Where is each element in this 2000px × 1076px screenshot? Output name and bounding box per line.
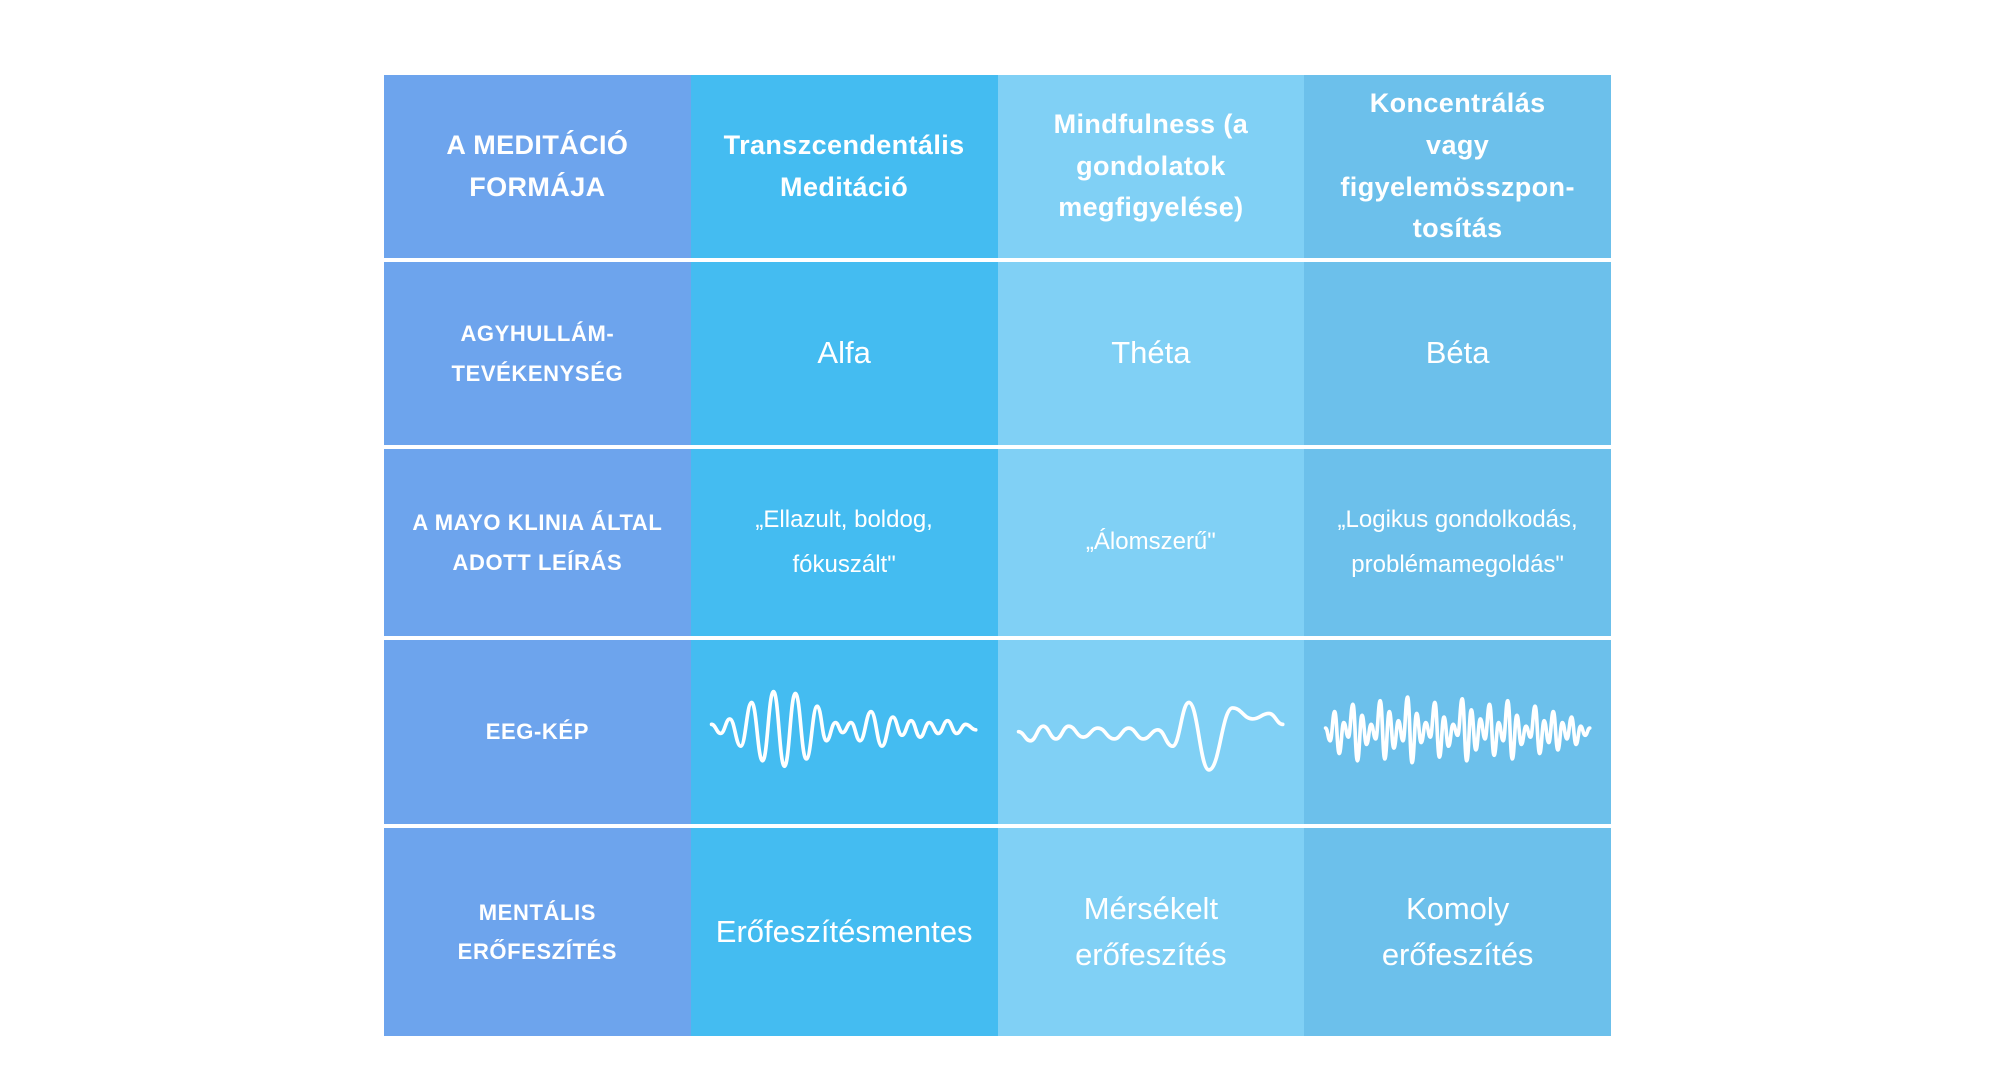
header-cell-concentration: Koncentrálás vagy figyelemösszpon- tosít… xyxy=(1304,75,1611,258)
meditation-comparison-table: A MEDITÁCIÓ FORMÁJA Transzcendentális Me… xyxy=(384,75,1611,1036)
row-label-mayo-description: A MAYO KLINIA ÁLTAL ADOTT LEÍRÁS xyxy=(384,449,691,636)
effort-value-transcendental: Erőfeszítésmentes xyxy=(690,828,998,1036)
mayo-quote-transcendental: „Ellazult, boldog, fókuszált" xyxy=(690,449,998,636)
effort-value-concentration: Komoly erőfeszítés xyxy=(1304,828,1611,1036)
theta-wave-icon xyxy=(1016,701,1285,773)
brainwave-value-beta: Béta xyxy=(1304,262,1611,445)
mayo-quote-mindfulness: „Álomszerű" xyxy=(997,449,1305,636)
eeg-cell-concentration xyxy=(1304,640,1611,824)
row-label-brainwave-activity: AGYHULLÁM- TEVÉKENYSÉG xyxy=(384,262,691,445)
brainwave-value-theta: Théta xyxy=(997,262,1305,445)
header-cell-transcendental-meditation: Transzcendentális Meditáció xyxy=(690,75,998,258)
eeg-cell-mindfulness xyxy=(997,640,1305,824)
header-cell-meditation-form: A MEDITÁCIÓ FORMÁJA xyxy=(384,75,691,258)
effort-value-mindfulness: Mérsékelt erőfeszítés xyxy=(997,828,1305,1036)
beta-wave-icon xyxy=(1323,695,1592,765)
row-label-eeg-image: EEG-KÉP xyxy=(384,640,691,824)
brainwave-value-alfa: Alfa xyxy=(690,262,998,445)
alpha-wave-icon xyxy=(710,690,979,769)
header-cell-mindfulness: Mindfulness (a gondolatok megfigyelése) xyxy=(997,75,1305,258)
row-label-mental-effort: MENTÁLIS ERŐFESZÍTÉS xyxy=(384,828,691,1036)
mayo-quote-concentration: „Logikus gondolkodás, problémamegoldás" xyxy=(1304,449,1611,636)
eeg-cell-transcendental xyxy=(690,640,998,824)
